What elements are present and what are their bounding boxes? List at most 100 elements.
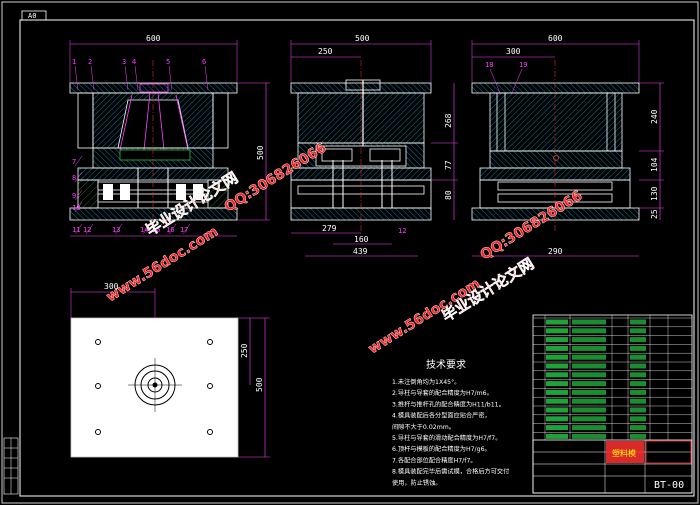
leader-line — [114, 223, 123, 235]
left-margin-table — [3, 437, 19, 495]
part-label: 8 — [72, 174, 76, 182]
part-label: 17 — [180, 226, 188, 234]
plan-width-dim: 300 — [104, 282, 119, 291]
sheet-inner-border — [19, 19, 695, 497]
part-label: 12 — [83, 226, 91, 234]
parts-cell-code — [546, 398, 568, 404]
right-label-18: 18 — [485, 61, 493, 69]
drawing-number: BT-00 — [654, 480, 684, 491]
leader-line — [168, 223, 177, 235]
parts-cell-code — [546, 389, 568, 395]
leader-line — [74, 223, 83, 235]
parts-cell-material — [630, 372, 646, 378]
parts-cell-material — [630, 319, 646, 325]
zh-bar-text: 塑料模 — [612, 448, 636, 458]
parts-cell-name — [572, 372, 606, 378]
parts-cell-name — [572, 433, 606, 439]
leader-line — [85, 223, 94, 235]
parts-cell-code — [546, 433, 568, 439]
parts-cell-material — [630, 381, 646, 387]
parts-cell-name — [572, 363, 606, 369]
leader-line — [74, 65, 79, 91]
parts-cell-code — [546, 425, 568, 431]
parts-cell-name — [572, 337, 606, 343]
parts-cell-name — [572, 328, 606, 334]
plan-d2-dim: 500 — [255, 377, 264, 392]
parts-cell-name — [572, 398, 606, 404]
part-label: 9 — [72, 192, 76, 200]
right-view: 600 300 240 104 130 25 290 18 19 — [471, 34, 664, 257]
parts-cell-code — [546, 416, 568, 422]
tech-item: 间隙不大于0.02mm。 — [392, 423, 455, 431]
parts-cell-name — [572, 407, 606, 413]
right-d2-dim: 104 — [650, 157, 659, 172]
part-label: 1 — [72, 58, 76, 66]
tech-item: 7.各配合部位配合精度H7/f7。 — [392, 456, 477, 464]
leader-line — [168, 65, 173, 91]
side-d2-dim: 77 — [444, 160, 453, 170]
parts-cell-code — [546, 407, 568, 413]
parts-cell-code — [546, 345, 568, 351]
leader-line — [142, 223, 151, 235]
parts-cell-code — [546, 372, 568, 378]
watermark-text: www.56doc.com — [366, 276, 483, 358]
leader-line — [154, 223, 163, 235]
parts-cell-material — [630, 425, 646, 431]
leader-line — [124, 65, 129, 91]
parts-cell-name — [572, 345, 606, 351]
side-label-12: 12 — [398, 227, 406, 235]
parts-cell-code — [546, 363, 568, 369]
parts-cell-name — [572, 354, 606, 360]
leader-line — [74, 155, 83, 167]
parts-cell-material — [630, 337, 646, 343]
parts-cell-material — [630, 345, 646, 351]
tech-item: 4.模具装配后各分型面应贴合严密， — [392, 412, 491, 420]
part-label: 3 — [122, 58, 126, 66]
tech-item: 8.模具装配完毕后需试模，合格后方可交付 — [392, 468, 509, 476]
leader-line — [182, 223, 191, 235]
part-label: 2 — [88, 58, 92, 66]
part-label: 7 — [72, 158, 76, 166]
side-b2-dim: 160 — [354, 235, 369, 244]
leader-line — [90, 65, 95, 91]
tech-item: 1.未注倒角均为1X45°。 — [392, 378, 460, 386]
parts-cell-material — [630, 354, 646, 360]
parts-cell-material — [630, 363, 646, 369]
parts-cell-material — [630, 433, 646, 439]
parts-cell-material — [630, 407, 646, 413]
plan-view: 300 250 500 — [70, 282, 270, 458]
side-b1-dim: 279 — [322, 224, 337, 233]
part-label: 15 — [152, 226, 160, 234]
side-d1-dim: 268 — [444, 113, 453, 128]
plan-d1-dim: 250 — [240, 343, 249, 358]
leader-line — [74, 189, 83, 201]
side-width-dim: 500 — [355, 34, 370, 43]
parts-cell-material — [630, 389, 646, 395]
tech-item: 5.导柱与导套的滑动配合精度为H7/f7。 — [392, 434, 501, 442]
title-red-cell — [606, 441, 644, 463]
tech-item: 6.顶杆与模板的配合精度为H7/g6。 — [392, 445, 491, 453]
tech-item: 使用，防止锈蚀。 — [392, 479, 442, 487]
leader-line — [134, 65, 139, 91]
side-d3-dim: 80 — [444, 190, 453, 200]
right-d3-dim: 130 — [650, 186, 659, 201]
parts-cell-name — [572, 389, 606, 395]
parts-cell-name — [572, 319, 606, 325]
parts-cell-code — [546, 381, 568, 387]
right-label-19: 19 — [519, 61, 527, 69]
part-label: 10 — [72, 204, 80, 212]
parts-cell-material — [630, 398, 646, 404]
front-height-dim: 500 — [256, 145, 265, 160]
parts-cell-material — [630, 328, 646, 334]
side-view: 500 250 268 77 80 279 160 439 12 — [290, 34, 458, 257]
size-label: A0 — [28, 12, 36, 20]
parts-cell-code — [546, 354, 568, 360]
parts-cell-name — [572, 381, 606, 387]
parts-cell-name — [572, 416, 606, 422]
tech-title: 技术要求 — [426, 358, 466, 371]
parts-cell-material — [630, 416, 646, 422]
part-label: 5 — [166, 58, 170, 66]
part-label: 4 — [132, 58, 136, 66]
title-block: 塑料模 BT-00 — [532, 314, 693, 494]
